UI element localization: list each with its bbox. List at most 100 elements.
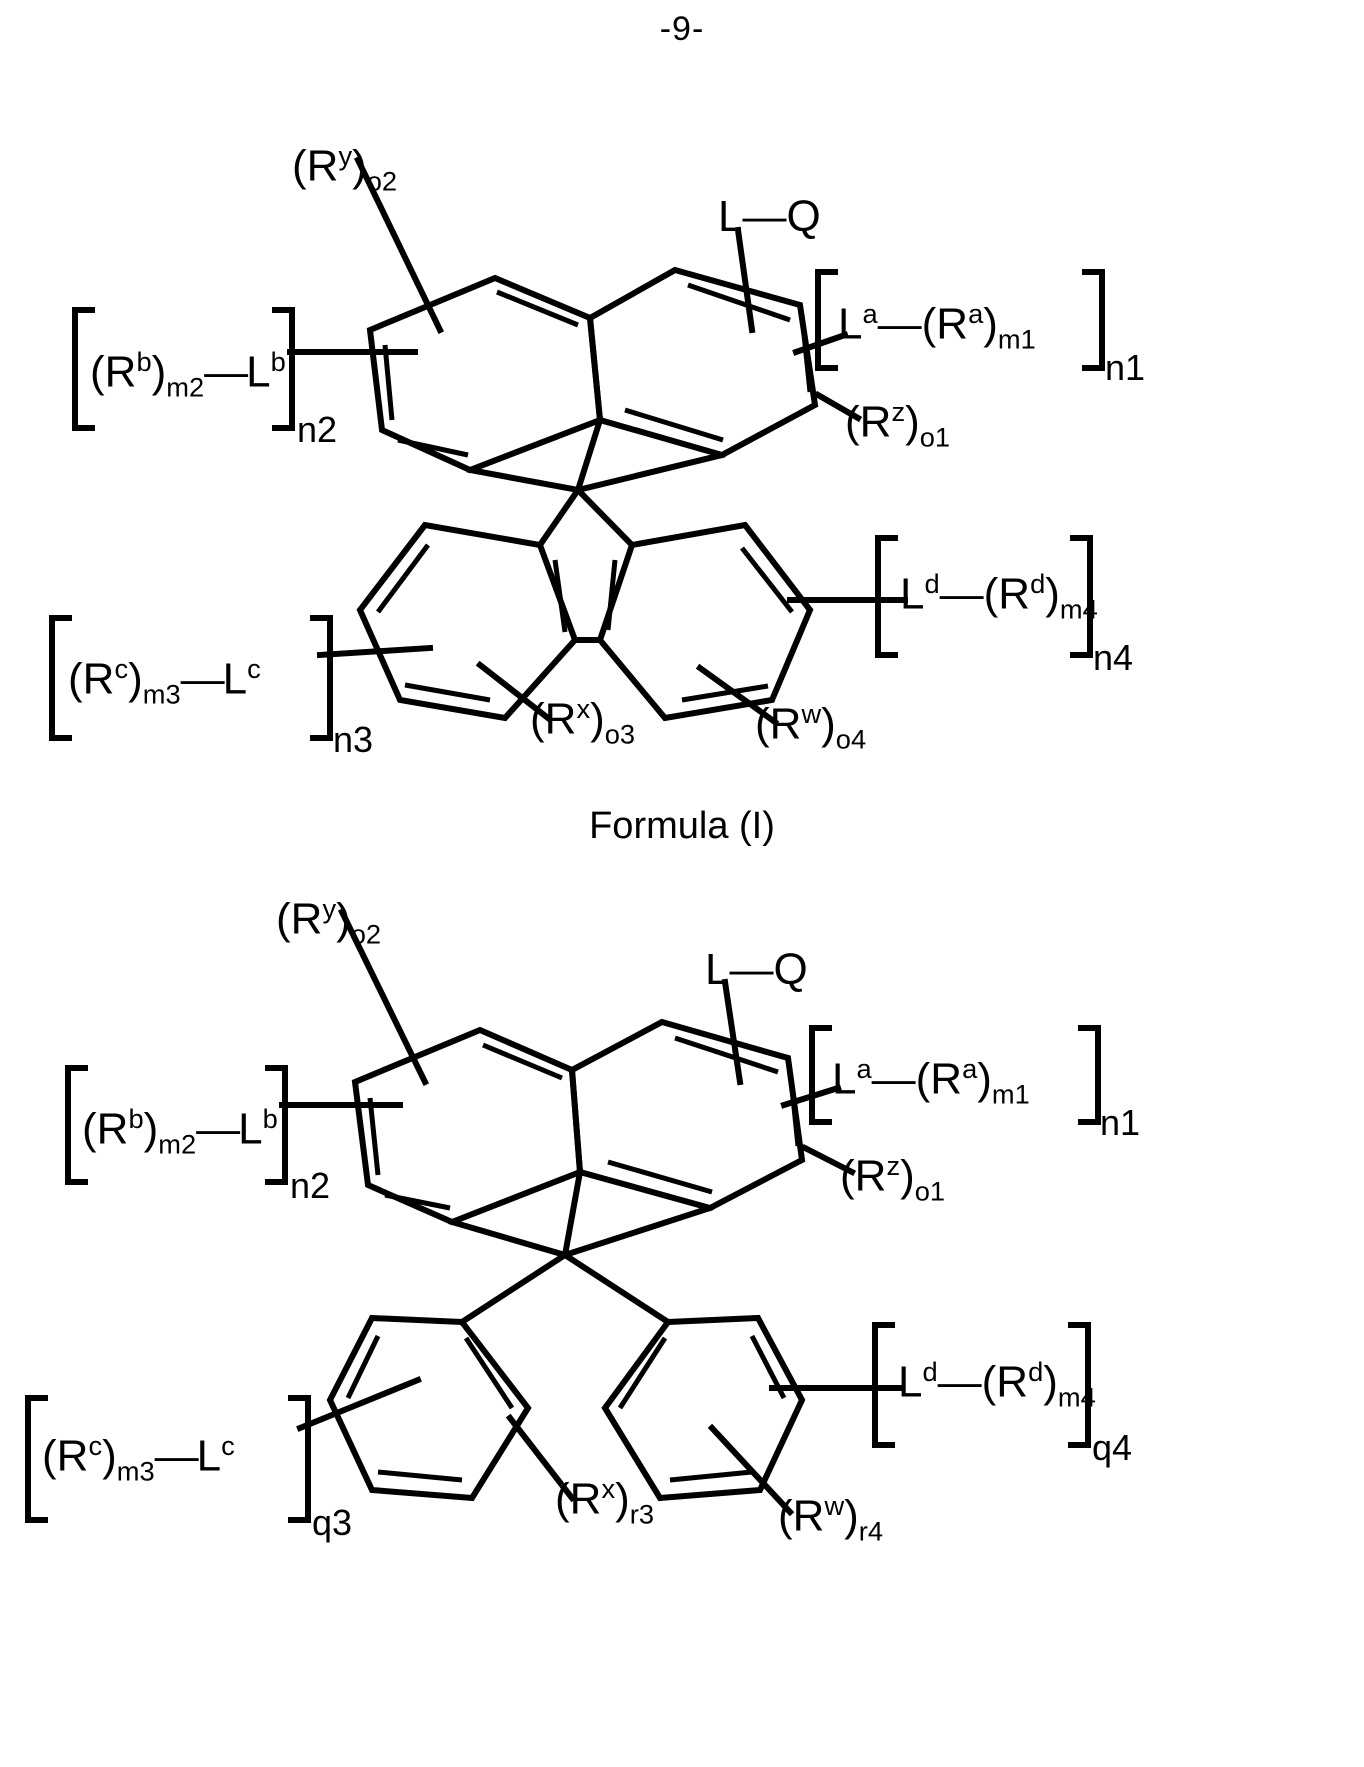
f1-rz-sup: z <box>891 396 906 427</box>
f2-lc-attach-line <box>296 1376 422 1432</box>
f1-rz-close: ) <box>905 397 920 447</box>
f1-lower-cyclopentane <box>535 485 637 643</box>
f1-rb-text: (R <box>90 347 137 397</box>
f1-ry-sub: o2 <box>366 165 398 197</box>
f1-rz-sub: o1 <box>919 421 951 453</box>
f2-lq-attach-line <box>721 978 744 1086</box>
f1-rx-text: (R <box>530 694 577 744</box>
f1-rx-sup: x <box>576 693 591 724</box>
f2-label-la-ra: La—(Ra)m1 <box>832 1055 1030 1108</box>
f2-phenyl-right <box>601 1314 806 1502</box>
f1-ld-sup: d <box>924 568 940 599</box>
f2-rw-text: (R <box>778 1491 825 1541</box>
f2-rw-sup: w <box>824 1490 845 1521</box>
f2-upper-right-ring <box>568 1018 806 1212</box>
f2-rb-sub: m2 <box>158 1128 197 1160</box>
f1-lq-dash: — <box>742 192 787 241</box>
f2-la-sup: a <box>856 1053 872 1084</box>
f2-rd-sub: m4 <box>1057 1381 1096 1413</box>
f2-la-dash: — <box>871 1054 916 1104</box>
f1-rc-close: ) <box>128 654 143 704</box>
f2-ld-dash: — <box>937 1357 982 1407</box>
f1-rx-sub: o3 <box>604 718 636 750</box>
f1-lq-attach-line <box>734 226 756 334</box>
f2-rx-close: ) <box>615 1474 630 1524</box>
f1-lc-sup: c <box>247 653 261 684</box>
f2-rz-attach-line <box>800 1143 857 1177</box>
f2-rw-close: ) <box>844 1491 859 1541</box>
f1-lq-l: L <box>718 192 743 241</box>
f1-rc-sub: m3 <box>142 678 181 710</box>
f1-rw-sup: w <box>801 698 822 729</box>
f2-label-ry: (Ry)o2 <box>276 895 381 948</box>
f2-rw-sub: r4 <box>858 1515 884 1547</box>
f1-rc-text: (R <box>68 654 115 704</box>
f2-ry-close: ) <box>336 894 351 944</box>
f2-label-rb-lb: (Rb)m2—Lb <box>82 1103 278 1160</box>
f1-ld-dash: — <box>939 569 984 619</box>
f1-rz-text: (R <box>845 397 892 447</box>
f2-label-q3: q3 <box>312 1502 353 1543</box>
f2-ra-text: (R <box>915 1054 963 1104</box>
f2-rx-attach-line <box>505 1413 577 1503</box>
f2-rc-sub: m3 <box>116 1455 155 1487</box>
f1-ra-sub: m1 <box>997 323 1036 355</box>
f2-rz-sup: z <box>886 1150 901 1181</box>
f1-lc-text: L <box>222 654 248 704</box>
f2-rx-sub: r3 <box>629 1498 654 1530</box>
f1-label-rz: (Rz)o1 <box>845 398 950 451</box>
f1-rx-attach-line <box>475 660 553 723</box>
f1-bracket-n4 <box>875 535 1093 658</box>
f1-rd-text: (R <box>983 569 1031 619</box>
f2-label-rw: (Rw)r4 <box>778 1492 883 1545</box>
f2-lc-text: L <box>196 1431 222 1481</box>
f1-lb-sup: b <box>270 346 286 377</box>
f1-ry-sup: y <box>338 140 353 171</box>
f2-ry-text: (R <box>276 894 323 944</box>
f1-rd-sub: m4 <box>1059 593 1098 625</box>
f2-ra-sup: a <box>962 1053 978 1084</box>
f1-label-rb-lb: (Rb)m2—Lb <box>90 346 286 403</box>
f1-label-l-q: L—Q <box>718 195 821 239</box>
f2-ra-sub: m1 <box>991 1078 1030 1110</box>
f2-ry-attach-line <box>337 907 430 1087</box>
f2-ld-sup: d <box>922 1356 938 1387</box>
f1-rw-text: (R <box>755 699 802 749</box>
f2-rc-text: (R <box>42 1431 89 1481</box>
f1-label-la-ra: La—(Ra)m1 <box>838 300 1036 353</box>
f1-bracket-n2 <box>72 307 295 431</box>
f2-upper-left-ring <box>351 1026 584 1226</box>
f1-ry-attach-line <box>353 155 445 335</box>
f2-label-l-q: L—Q <box>705 948 808 992</box>
f1-label-n4: n4 <box>1093 637 1134 678</box>
f1-ry-close: ) <box>352 141 367 191</box>
f1-ld-text: L <box>900 569 925 619</box>
f1-rb-close: ) <box>151 347 167 397</box>
f1-label-n3: n3 <box>333 719 374 760</box>
f2-lq-q: Q <box>773 945 808 994</box>
f2-label-n2: n2 <box>290 1165 331 1206</box>
formula-1-caption: Formula (I) <box>589 805 775 847</box>
f2-phenyl-left <box>326 1314 532 1502</box>
f1-rb-sup: b <box>136 346 152 377</box>
f2-bracket-n2 <box>65 1065 288 1185</box>
f1-la-dash: — <box>877 299 922 349</box>
f1-ry-text: (R <box>292 141 339 191</box>
f1-lc-attach-line <box>316 644 434 659</box>
f2-rd-text: (R <box>981 1357 1029 1407</box>
f2-ry-sup: y <box>322 893 337 924</box>
f2-rx-text: (R <box>555 1474 602 1524</box>
f2-label-n1: n1 <box>1100 1102 1141 1143</box>
f2-lq-dash: — <box>729 945 774 994</box>
f2-label-rz: (Rz)o1 <box>840 1152 945 1205</box>
f2-lb-sup: b <box>262 1103 278 1134</box>
f2-rd-close: ) <box>1043 1357 1058 1407</box>
page-number: -9- <box>659 10 705 48</box>
f1-bracket-n1 <box>815 269 1105 371</box>
f2-rz-close: ) <box>900 1151 915 1201</box>
f1-label-ry: (Ry)o2 <box>292 142 397 195</box>
f1-la-text: L <box>838 299 863 349</box>
f2-rz-sub: o1 <box>914 1175 946 1207</box>
